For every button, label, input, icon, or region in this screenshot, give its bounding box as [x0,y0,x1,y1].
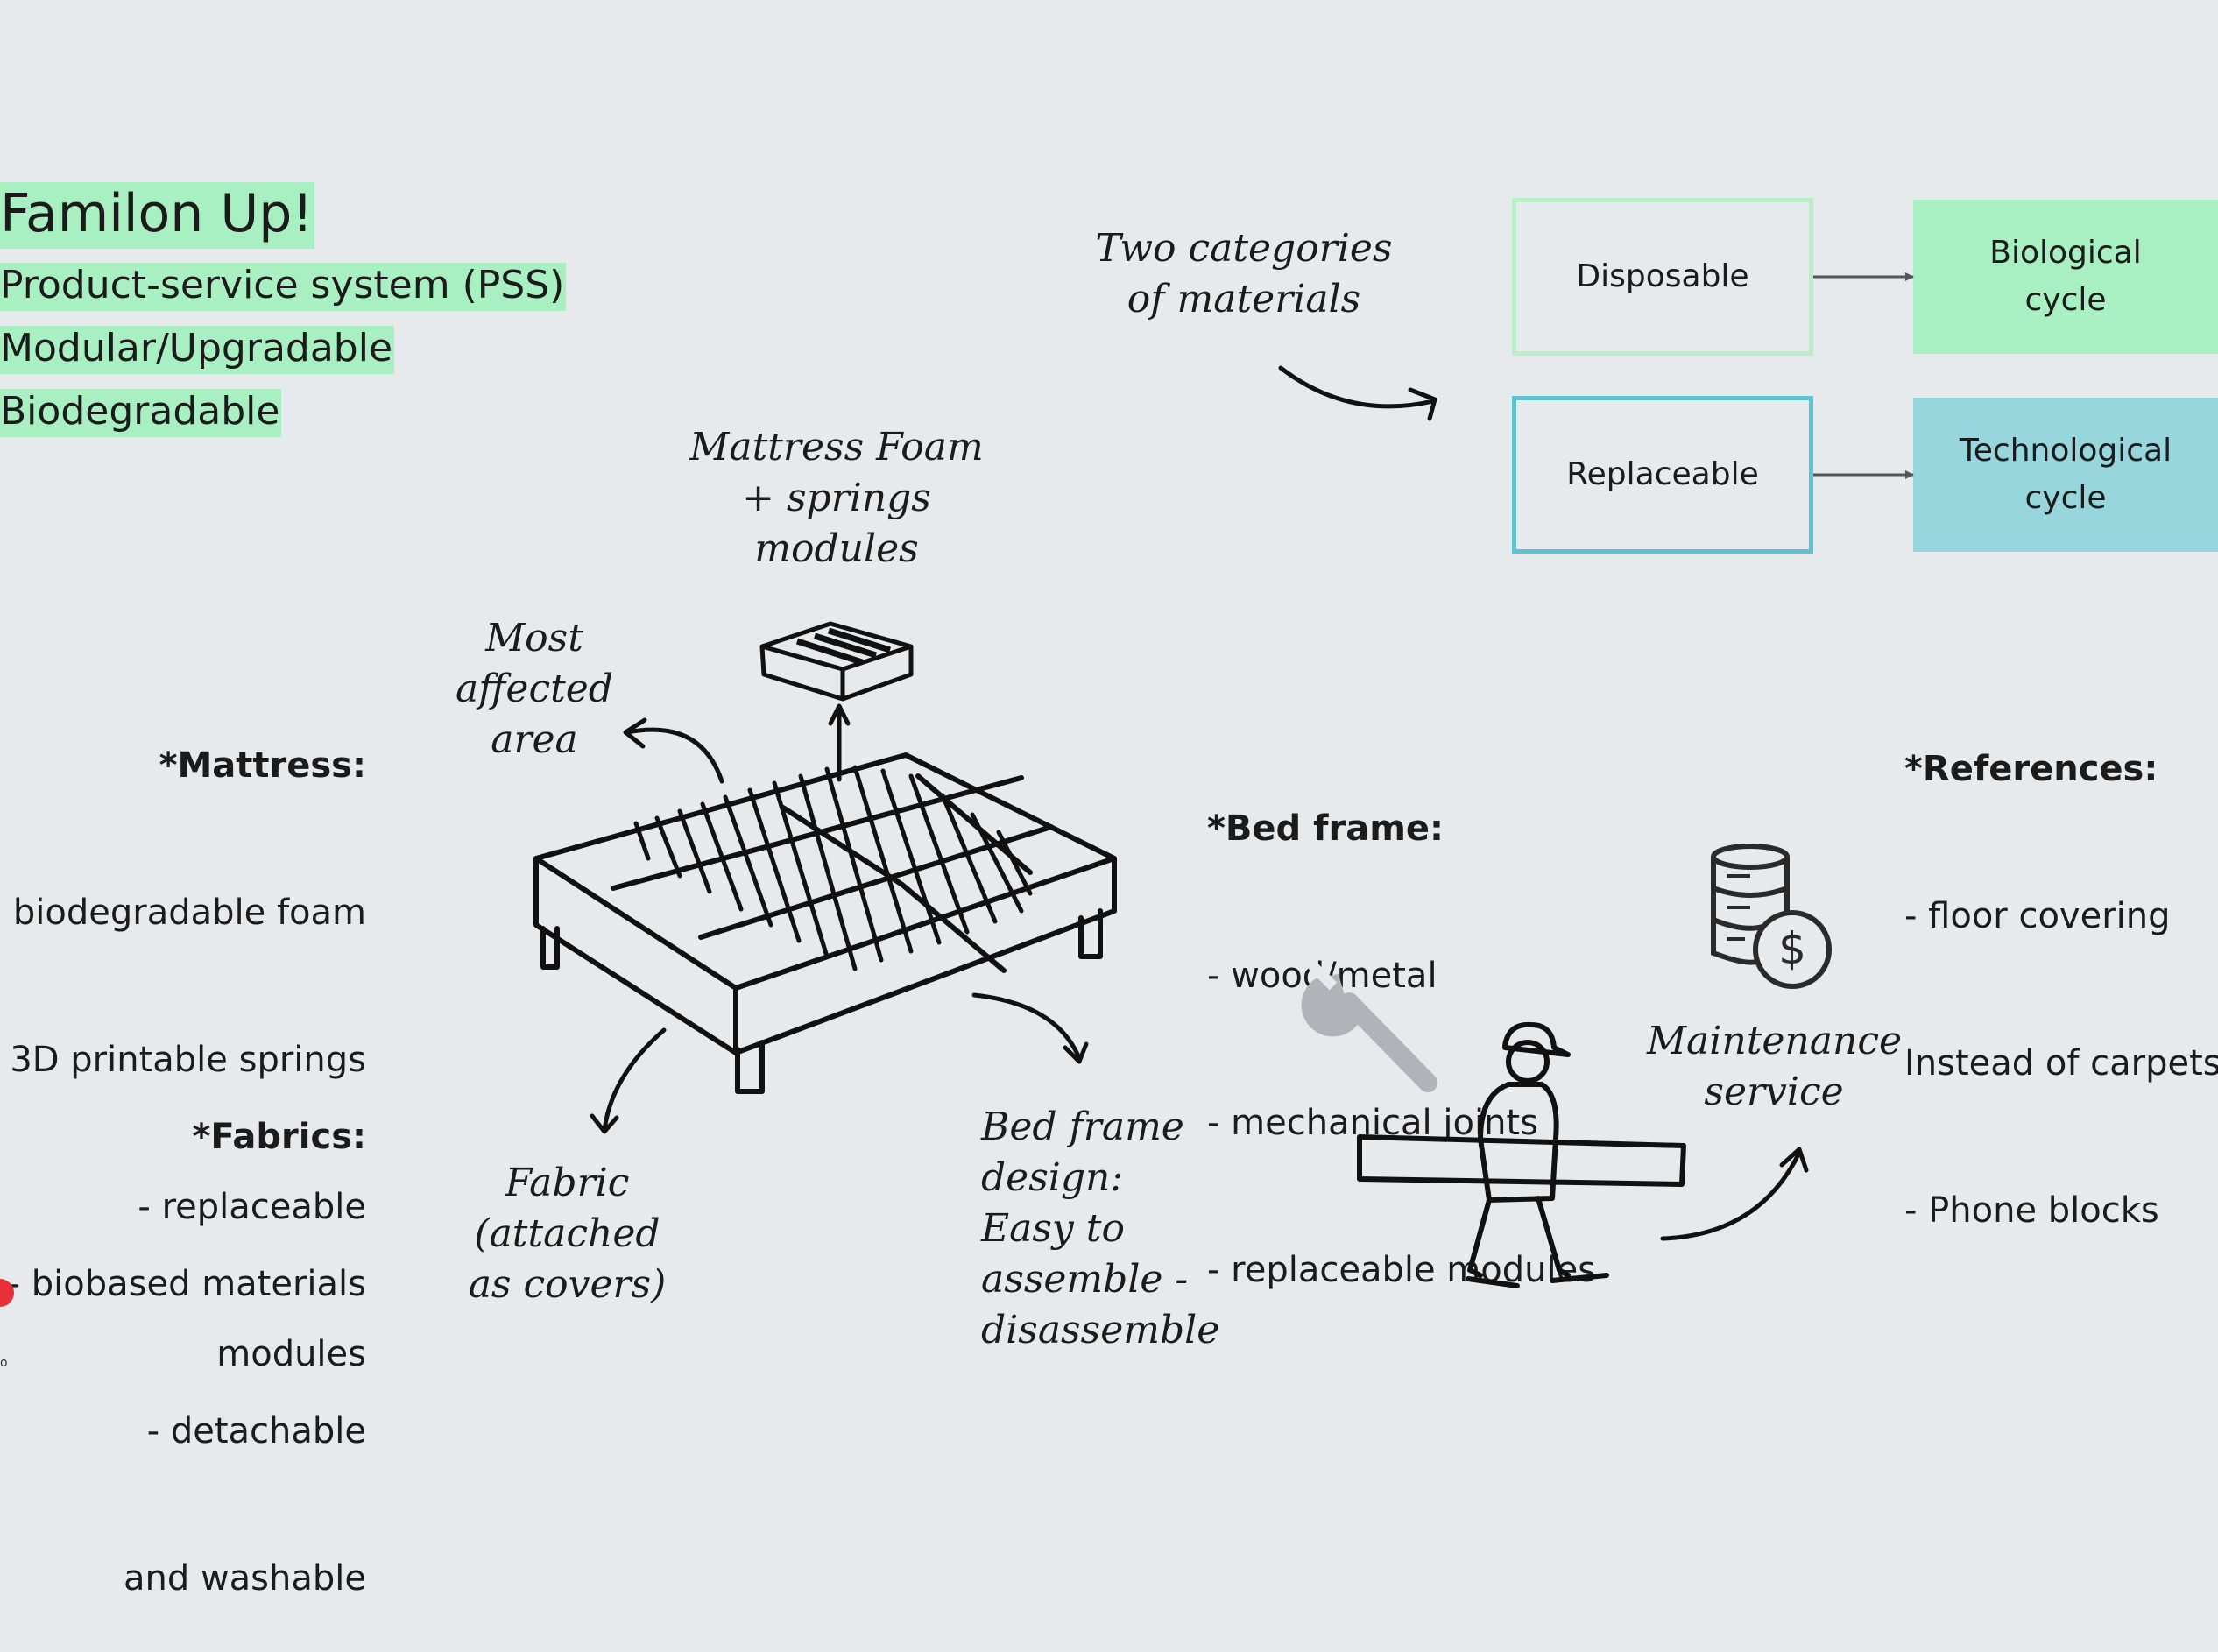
tag-pss: Product-service system (PSS) [0,263,567,311]
fabrics-note-line: and washable [123,1558,366,1599]
tag-biodegradable: Biodegradable [0,389,282,437]
bed-frame-note-heading: *Bed frame: [1207,808,1445,849]
arrow-fabric [602,1027,667,1133]
references-note: *References: - floor covering Instead of… [1904,646,2218,1284]
mattress-note-line: 3D printable springs [10,1040,366,1080]
arrow-most-affected [625,727,724,784]
mattress-note: *Mattress: biodegradable foam 3D printab… [0,643,366,1428]
references-note-line: Instead of carpets [1904,1043,2218,1084]
disposable-box: Disposable [1512,198,1813,356]
arrowhead-to-materials [1408,387,1437,421]
materials-label: Two categories of materials [1095,226,1393,321]
fabrics-note-line: - biobased materials [7,1264,366,1304]
mattress-modules-label: Mattress Foam + springs modules [689,425,984,571]
arrow-to-materials [1278,365,1436,409]
sketch-layer: $ o [0,272,1914,1370]
replaceable-box: Replaceable [1512,396,1813,554]
references-note-line: - floor covering [1904,896,2171,936]
arrow-maintenance [1660,1150,1802,1241]
mattress-note-heading: *Mattress: [159,745,366,786]
mattress-module-icon [759,621,914,702]
references-note-line: - Phone blocks [1904,1190,2159,1231]
maintenance-label: Maintenance service [1647,1019,1903,1114]
wrench-icon [1301,961,1437,1092]
arrowhead-bed-frame [1063,1041,1089,1064]
page-title: Familon Up! [0,182,315,249]
corner-mark: o [0,1356,8,1370]
arrowhead-to-module [828,703,851,726]
svg-text:$: $ [1778,923,1806,974]
arrowhead-most-affected [623,717,647,749]
fabrics-note-heading: *Fabrics: [192,1117,366,1157]
arrowhead-fabric [590,1113,619,1134]
red-dot-icon [0,1279,14,1307]
hatching-icon [633,765,1033,971]
biological-cycle-box: Biological cycle [1913,200,2218,354]
fabrics-note-line: - detachable [146,1411,366,1451]
technological-cycle-box: Technological cycle [1913,398,2218,552]
bed-frame-design-label: Bed frame design: Easy to assemble -disa… [981,1105,1220,1352]
most-affected-label: Most affected area [456,616,613,762]
bed-sketch-icon [533,752,1117,1094]
coin-database-icon: $ [1711,844,1832,989]
mattress-note-line: biodegradable foam [12,893,366,933]
mattress-note-line: modules [216,1334,366,1374]
tag-modular: Modular/Upgradable [0,326,395,374]
worker-icon [1357,1021,1686,1288]
arrowhead-maintenance [1779,1147,1809,1173]
fabric-label: Fabric (attached as covers) [468,1161,667,1307]
arrow-bed-frame [971,992,1082,1061]
mattress-note-line: - replaceable [138,1187,366,1227]
references-note-heading: *References: [1904,749,2158,789]
